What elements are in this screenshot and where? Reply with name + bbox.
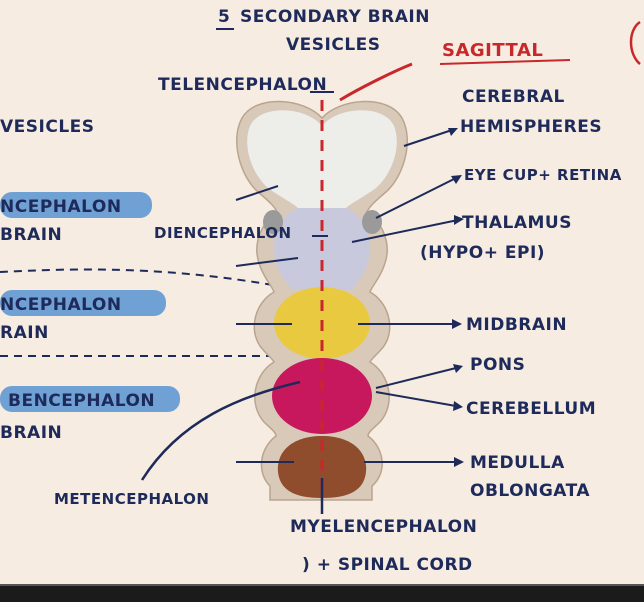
oblongata-label: OBLONGATA — [470, 481, 590, 501]
arrow-cerebellum — [375, 391, 457, 407]
thalamus-label: THALAMUS — [462, 213, 572, 233]
arrow-cerebral-hemispheres — [403, 129, 453, 147]
sagittal-underline — [439, 59, 571, 65]
hindbrain-label: BRAIN — [0, 423, 62, 443]
sagittal-pointer — [339, 62, 413, 102]
mesencephalon-label: NCEPHALON — [0, 295, 122, 315]
title-line1: SECONDARY BRAIN — [240, 7, 430, 27]
forebrain-midbrain-divider — [0, 268, 291, 289]
prosencephalon-label: NCEPHALON — [0, 197, 122, 217]
myelencephalon-label: MYELENCEPHALON — [290, 517, 477, 537]
title-line2: VESICLES — [286, 35, 381, 55]
medulla-label: MEDULLA — [470, 453, 565, 473]
cerebral-label: CEREBRAL — [462, 87, 565, 107]
midbrain-left-label: RAIN — [0, 323, 49, 343]
bottom-bar-edge — [0, 584, 644, 586]
diencephalon-label: DIENCEPHALON — [154, 224, 292, 242]
rhombencephalon-highlight — [0, 386, 180, 412]
cerebellum-label: CEREBELLUM — [466, 399, 596, 419]
midbrain-derivative-label: MIDBRAIN — [466, 315, 567, 335]
title-number: 5 — [218, 7, 230, 27]
rhombencephalon-label: BENCEPHALON — [8, 391, 155, 411]
eye-cup-right — [362, 210, 382, 234]
eye-cup-label: EYE CUP+ RETINA — [464, 166, 622, 184]
prosencephalon-highlight — [0, 192, 152, 218]
telencephalon-leader-line — [235, 185, 279, 201]
hemispheres-label: HEMISPHERES — [460, 117, 602, 137]
metencephalon-vesicle — [272, 358, 372, 434]
bottom-bar — [0, 584, 644, 602]
arrow-pons — [375, 367, 457, 389]
hypo-epi-label: (HYPO+ EPI) — [420, 243, 545, 263]
left-vesicles-label: VESICLES — [0, 117, 95, 137]
eye-cup-left — [263, 210, 283, 234]
spinal-cord-label: ) + SPINAL CORD — [302, 555, 473, 575]
forebrain-label: BRAIN — [0, 225, 62, 245]
sagittal-label: SAGITTAL — [442, 40, 543, 61]
red-circle-fragment — [629, 20, 641, 65]
telencephalon-vesicle — [247, 110, 397, 208]
arrow-thalamus — [351, 219, 459, 243]
arrow-heads — [448, 128, 464, 467]
diencephalon-inner-line — [235, 257, 299, 267]
telencephalon-label: TELENCEPHALON — [158, 75, 327, 95]
pons-label: PONS — [470, 355, 525, 375]
derivative-arrows — [351, 129, 459, 463]
metencephalon-label: METENCEPHALON — [54, 490, 209, 508]
mesencephalon-highlight — [0, 290, 166, 316]
arrow-eye-cup — [375, 177, 457, 219]
metencephalon-curve — [140, 380, 301, 481]
